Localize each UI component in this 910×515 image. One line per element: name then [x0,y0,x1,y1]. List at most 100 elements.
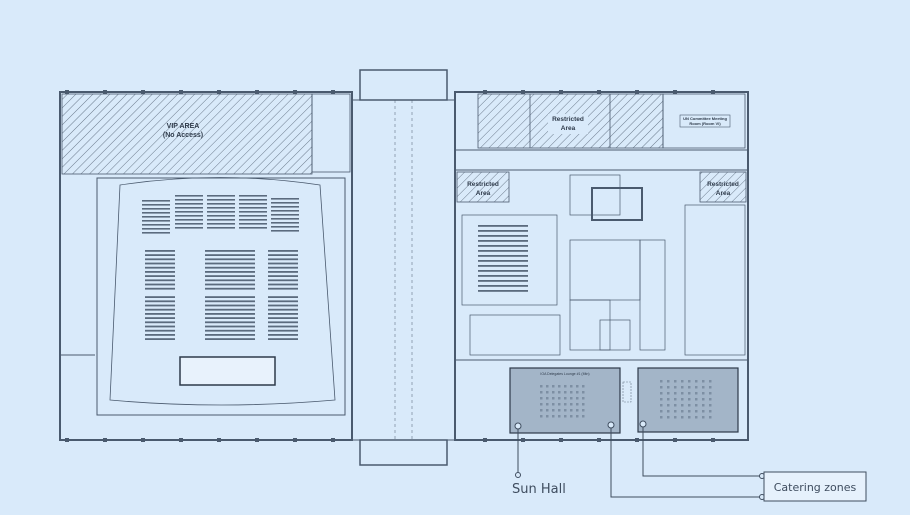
table [688,392,691,395]
seat-row [145,254,175,256]
table [702,410,705,413]
seat-row [268,250,298,252]
table [702,416,705,419]
table [709,386,712,389]
seat-row [271,210,299,212]
seat-row [205,271,255,273]
seat-row [205,300,255,303]
table [688,410,691,413]
seat-row [142,204,170,206]
vip-area-label: VIP AREA [167,123,200,130]
table [681,392,684,395]
sun-hall-label: Sun Hall [512,482,566,497]
seat-row [145,296,175,298]
seat-row [478,235,528,237]
seat-row [142,208,170,210]
table [564,415,567,418]
seat-row [207,199,235,201]
table [695,416,698,419]
seat-row [268,300,298,303]
seat-row [271,222,299,224]
table [681,410,684,413]
table [540,391,543,394]
seat-row [205,308,255,311]
seat-row [239,207,267,209]
seat-row [145,275,175,277]
seat-row [205,283,255,286]
seat-row [205,317,255,319]
table [709,416,712,419]
columns [65,90,715,442]
table [564,409,567,412]
table [540,403,543,406]
seat-row [239,215,267,217]
seat-row [145,304,175,307]
column [179,438,183,442]
seat-row [145,266,175,269]
seat-row [145,321,175,324]
table [546,385,549,388]
table [558,391,561,394]
seat-row [175,211,203,213]
seat-row [207,223,235,225]
table [681,416,684,419]
restricted-right-sublabel: Area [716,190,731,197]
seat-row [205,287,255,290]
table [546,391,549,394]
table [667,410,670,413]
seat-row [145,300,175,303]
seat-row [175,207,203,209]
seat-row [142,224,170,226]
seat-row [145,283,175,286]
table [709,410,712,413]
seat-row [478,265,528,267]
table [667,404,670,407]
table [552,403,555,406]
seat-row [207,211,235,213]
table [660,398,663,401]
seat-row [268,317,298,319]
table [695,392,698,395]
seat-row [145,313,175,315]
table [570,385,573,388]
table [667,392,670,395]
seat-row [145,308,175,311]
seat-row [205,334,255,336]
column [559,90,563,94]
seat-row [145,279,175,282]
column [141,90,145,94]
table [702,380,705,383]
seat-row [205,258,255,261]
table [688,404,691,407]
seat-row [142,200,170,202]
seat-row [205,325,255,328]
seat-row [268,275,298,277]
seat-row [268,304,298,307]
seat-row [478,280,528,282]
table [681,380,684,383]
seat-row [145,262,175,265]
table [582,415,585,418]
seat-row [207,203,235,205]
sun-hall-callout [514,422,522,478]
lounge-label: IOA Delegates Lounge #1 (Mtn) [540,372,589,376]
table [564,403,567,406]
catering-callout-lines [607,420,765,500]
column [141,438,145,442]
seat-row [268,313,298,315]
table [552,385,555,388]
seat-row [207,195,235,197]
catering-room [637,367,739,433]
seat-row [271,230,299,232]
seat-row [175,219,203,221]
seat-row [207,219,235,221]
table [660,380,663,383]
table [552,397,555,400]
column [597,438,601,442]
column [293,90,297,94]
column [103,90,107,94]
seat-row [145,338,175,340]
vip-area-sublabel: (No Access) [163,132,203,139]
table [674,386,677,389]
seat-row [239,203,267,205]
